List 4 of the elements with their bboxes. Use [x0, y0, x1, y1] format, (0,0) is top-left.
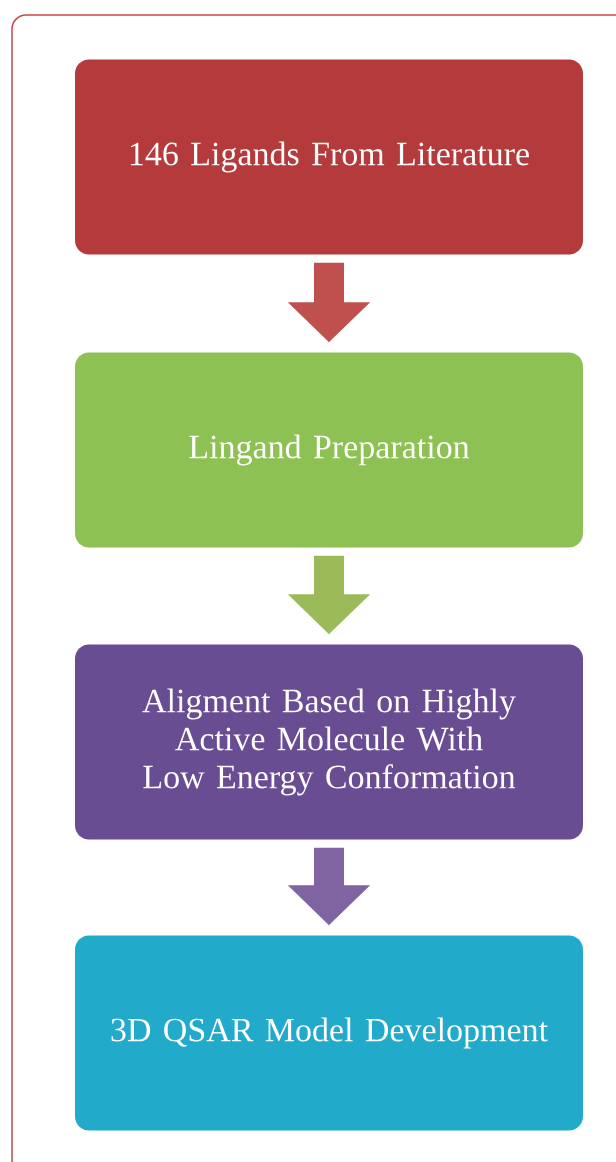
process-box: 146 Ligands From Literature: [75, 59, 583, 255]
process-box: Aligment Based on Highly Active Molecule With Low Energy Conformation: [75, 644, 583, 840]
process-box: Lingand Preparation: [75, 352, 583, 548]
process-box: 3D QSAR Model Development: [75, 935, 583, 1131]
